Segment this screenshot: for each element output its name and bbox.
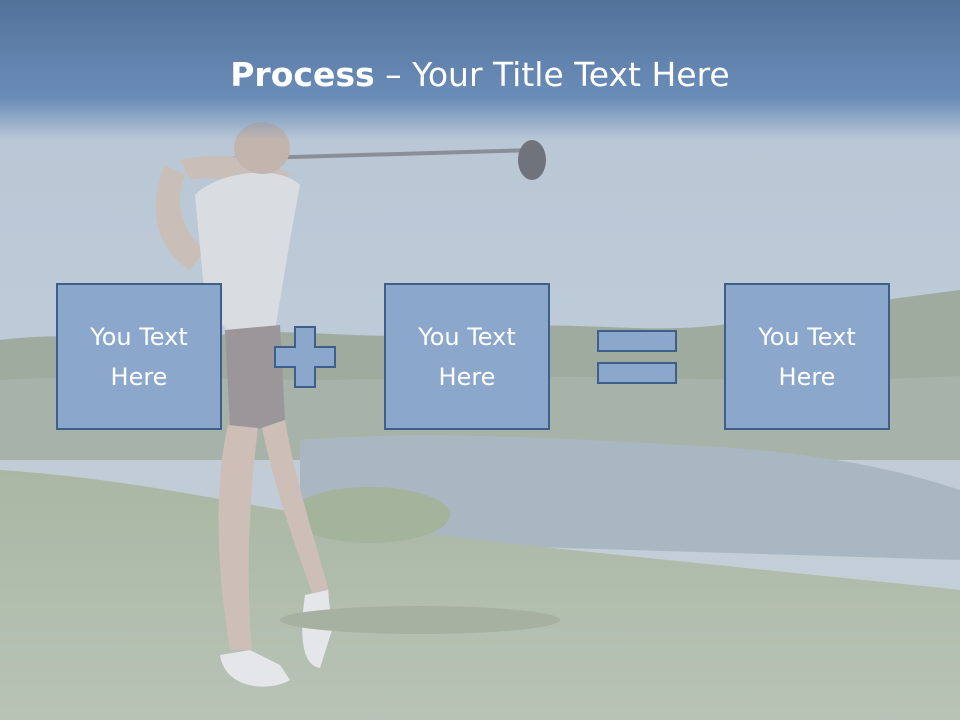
process-box-2-label: You Text Here bbox=[418, 322, 516, 391]
plus-icon bbox=[274, 326, 336, 388]
equals-icon bbox=[597, 330, 677, 384]
process-box-3-label: You Text Here bbox=[758, 322, 856, 391]
title-rest: – Your Title Text Here bbox=[374, 55, 730, 94]
slide-title: Process – Your Title Text Here bbox=[0, 52, 960, 98]
process-box-1-label: You Text Here bbox=[90, 322, 188, 391]
title-bold: Process bbox=[230, 55, 375, 94]
title-band bbox=[0, 0, 960, 140]
process-box-2[interactable]: You Text Here bbox=[384, 283, 550, 430]
process-box-1[interactable]: You Text Here bbox=[56, 283, 222, 430]
process-box-3[interactable]: You Text Here bbox=[724, 283, 890, 430]
